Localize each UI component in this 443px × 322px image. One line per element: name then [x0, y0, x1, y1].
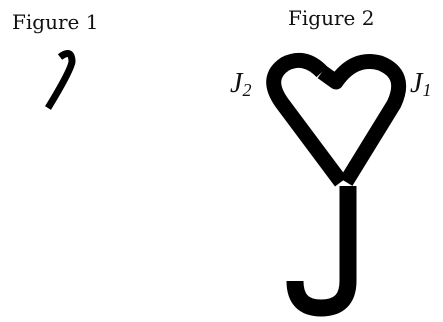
large-j-shape	[286, 186, 357, 317]
figure-1-title: Figure 1	[12, 10, 99, 34]
heart-left-half	[266, 52, 348, 187]
label-j1-letter: J	[410, 68, 423, 99]
label-j1: J1	[410, 68, 432, 100]
heart-right-half	[317, 54, 407, 186]
label-j2-letter: J	[230, 68, 243, 99]
label-j2-subscript: 2	[242, 80, 252, 100]
label-j1-subscript: 1	[422, 80, 432, 100]
figure-2-title: Figure 2	[288, 6, 375, 30]
label-j2: J2	[230, 68, 252, 100]
figure-1-hook-shape	[45, 50, 76, 110]
